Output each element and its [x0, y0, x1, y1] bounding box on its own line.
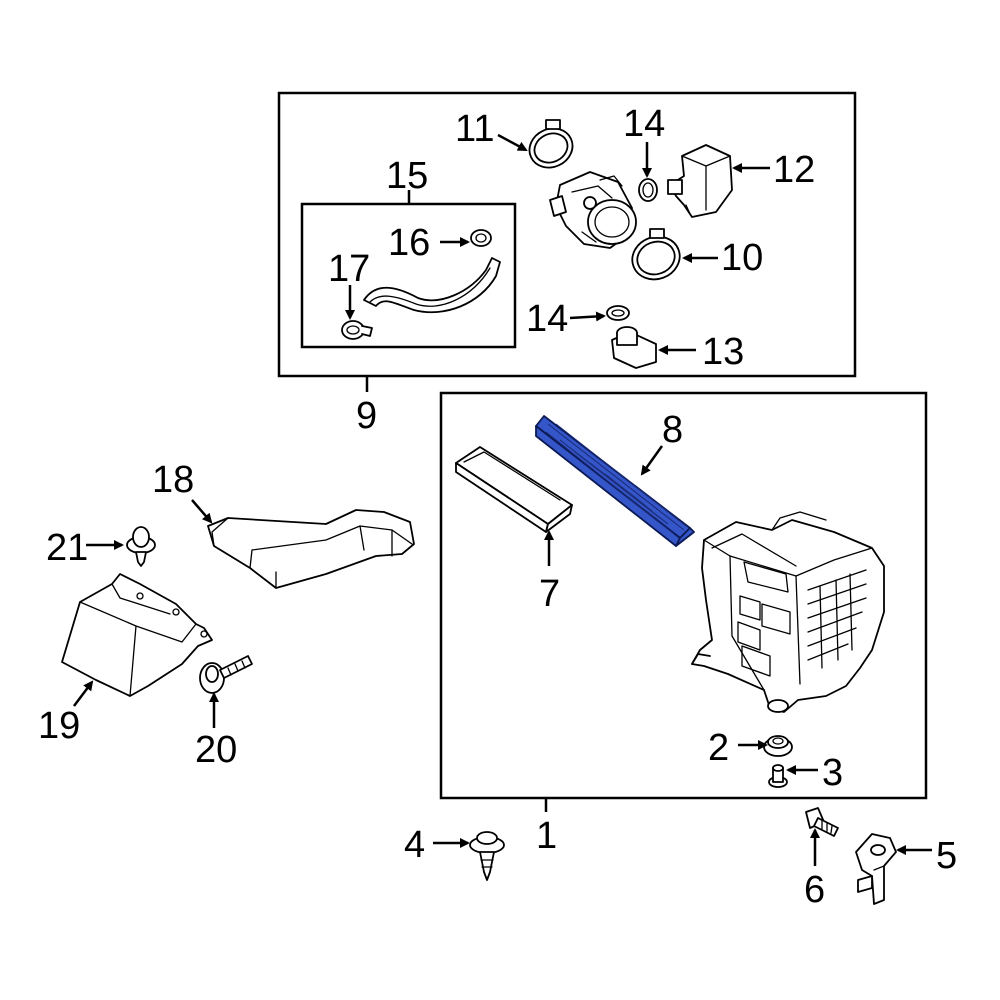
callout-10: 10 — [721, 237, 763, 279]
part-14-small-clamp-upper — [638, 178, 658, 202]
part-1-air-cleaner-housing — [691, 511, 885, 713]
part-20-bolt — [199, 655, 253, 694]
part-2-grommet — [763, 735, 793, 757]
callout-8: 8 — [662, 409, 683, 451]
arrow-19 — [73, 680, 94, 707]
part-18-intake-duct — [207, 509, 415, 589]
callout-21: 21 — [46, 527, 88, 569]
group-box-9 — [277, 91, 857, 378]
callout-16: 16 — [388, 222, 430, 264]
part-8-air-filter-highlighted — [535, 415, 695, 547]
callout-14-upper: 14 — [623, 103, 665, 145]
part-10-hose-clamp — [631, 228, 681, 281]
callout-5: 5 — [936, 835, 957, 877]
callout-1: 1 — [536, 815, 557, 857]
part-6-bolt — [805, 807, 839, 837]
callout-19: 19 — [38, 705, 80, 747]
callout-7: 7 — [539, 573, 560, 615]
callout-15: 15 — [386, 155, 428, 197]
part-13-elbow-fitting — [611, 326, 657, 369]
arrow-8 — [640, 445, 664, 476]
part-7-filter-element — [455, 446, 573, 533]
callout-14-lower: 14 — [526, 298, 568, 340]
group-box-1 — [439, 391, 928, 800]
callout-17: 17 — [328, 248, 370, 290]
part-5-bracket — [855, 833, 897, 905]
callout-12: 12 — [773, 149, 815, 191]
callout-6: 6 — [804, 869, 825, 911]
part-9-intake-coupler — [549, 171, 637, 249]
callout-18: 18 — [152, 459, 194, 501]
arrow-14-lower — [569, 311, 606, 322]
part-15-breather-hose — [363, 257, 501, 314]
callout-13: 13 — [702, 331, 744, 373]
part-21-push-pin — [126, 526, 156, 567]
part-14-small-clamp-lower — [606, 305, 630, 321]
callout-3: 3 — [822, 752, 843, 794]
callout-2: 2 — [708, 727, 729, 769]
part-12-resonator — [667, 144, 733, 218]
part-11-hose-clamp — [528, 119, 574, 169]
part-16-hose-clip — [470, 229, 492, 247]
arrow-11 — [497, 133, 528, 152]
arrow-18 — [191, 499, 213, 524]
callout-4: 4 — [404, 824, 425, 866]
part-4-push-clip — [469, 831, 505, 881]
callout-9: 9 — [356, 395, 377, 437]
part-19-splash-shield — [61, 573, 213, 697]
callout-20: 20 — [195, 729, 237, 771]
part-17-hose-clip — [341, 320, 373, 340]
part-3-collar — [768, 764, 788, 788]
callout-11: 11 — [455, 108, 494, 150]
